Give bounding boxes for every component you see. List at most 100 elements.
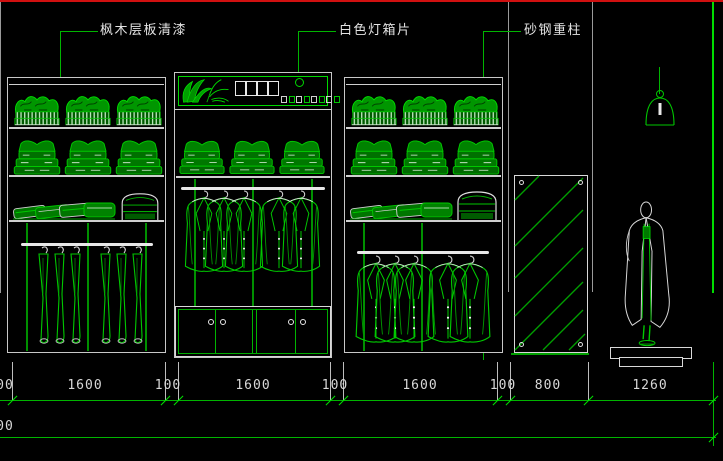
annotation-lightbox: 白色灯箱片	[339, 23, 412, 38]
door-knob	[208, 319, 214, 325]
spread-clothes-pile-icon	[12, 195, 116, 221]
shelf-line-1	[9, 127, 164, 129]
mirror-screw	[519, 342, 524, 347]
cabinet-door-gap	[215, 310, 216, 353]
door-knob	[220, 319, 226, 325]
dim-value: 1260	[632, 378, 668, 393]
dim-value: 100	[321, 378, 349, 393]
logo-letter-box	[246, 81, 257, 96]
folded-shirt-stack-icon	[179, 138, 225, 176]
leader-line-lightbox-v	[298, 31, 299, 77]
door-knob	[288, 319, 294, 325]
partition-line-right	[592, 0, 593, 292]
support-post	[363, 223, 365, 351]
logo-letter-box	[257, 81, 268, 96]
folded-shirt-stack-icon	[229, 138, 275, 176]
pendant-lamp-icon	[643, 96, 677, 127]
top-band-line	[9, 84, 164, 85]
lamp-cord	[659, 67, 660, 94]
hanging-pants-group-icon	[38, 246, 143, 344]
logo-letter-box	[268, 81, 279, 96]
hanging-rail	[357, 251, 489, 254]
dim-value: 00	[0, 378, 14, 393]
logo-letter-box	[235, 81, 246, 96]
shelf-line-3	[346, 220, 501, 222]
pedestal-base	[619, 357, 683, 367]
mirror-screw	[578, 342, 583, 347]
door-knob	[300, 319, 306, 325]
shelf-line-2	[9, 175, 164, 177]
hanging-rail	[181, 187, 325, 190]
plant-graphic-icon	[179, 77, 233, 104]
extension-line	[178, 362, 179, 401]
left-wall-line	[0, 0, 1, 293]
dimension-line-2	[0, 437, 716, 438]
folded-knitwear-stack-icon	[115, 93, 163, 127]
partition-line-left	[508, 0, 509, 292]
small-clothes-stack-icon	[119, 191, 161, 221]
top-band-line	[346, 84, 501, 85]
small-clothes-stack-icon	[456, 189, 498, 221]
folded-shirt-stack-icon	[114, 139, 164, 175]
dim-value: 100	[489, 378, 517, 393]
support-post	[194, 179, 196, 306]
folded-knitwear-stack-icon	[350, 93, 398, 127]
folded-shirt-stack-icon	[63, 139, 113, 175]
mirror-base-line	[511, 353, 589, 355]
mannequin-icon	[612, 200, 694, 350]
support-post	[421, 223, 423, 351]
folded-knitwear-stack-icon	[452, 93, 500, 127]
folded-shirt-stack-icon	[451, 139, 501, 175]
mirror-hatch-icon	[514, 175, 586, 351]
hanging-jackets-group-icon	[184, 190, 321, 272]
dim-value: 100	[154, 378, 182, 393]
right-display-bay	[344, 77, 503, 353]
mirror-screw	[519, 180, 524, 185]
folded-shirt-stack-icon	[279, 138, 325, 176]
shelf-line-1	[346, 127, 501, 129]
cabinet-divider	[252, 310, 253, 353]
extension-line	[330, 362, 331, 401]
support-post	[26, 223, 28, 351]
extension-line	[343, 362, 344, 401]
hanging-jackets-group-icon	[355, 255, 491, 343]
support-post	[311, 179, 313, 306]
extension-line	[12, 362, 13, 401]
right-wall-line	[712, 0, 714, 293]
leader-line-column-h	[483, 31, 521, 32]
dim-value: 1600	[67, 378, 103, 393]
support-post	[145, 223, 147, 351]
logo-small-text-boxes	[281, 96, 340, 103]
folded-shirt-stack-icon	[12, 139, 62, 175]
dim-value-overall: 00	[0, 419, 14, 434]
leader-line-shelf-h	[60, 31, 98, 32]
dimension-line-1	[0, 400, 716, 401]
cabinet-green-border	[178, 309, 328, 354]
folded-shirt-stack-icon	[349, 139, 399, 175]
extension-line	[588, 362, 589, 401]
extension-line	[510, 362, 511, 401]
shelf-line	[176, 176, 330, 178]
extension-line-right	[713, 362, 714, 446]
folded-knitwear-stack-icon	[401, 93, 449, 127]
folded-knitwear-stack-icon	[64, 93, 112, 127]
annotation-column: 砂钢重柱	[524, 23, 583, 38]
left-display-bay	[7, 77, 166, 353]
floor-line	[0, 0, 723, 2]
dim-value: 1600	[235, 378, 271, 393]
lightbox-panel	[175, 73, 340, 110]
dim-value: 1600	[402, 378, 438, 393]
folded-shirt-stack-icon	[400, 139, 450, 175]
shelf-line-2	[346, 175, 501, 177]
leader-target-circle	[295, 78, 304, 87]
extension-line	[497, 362, 498, 401]
cabinet-divider	[256, 310, 257, 353]
hanging-rail	[21, 243, 153, 246]
wall-mirror	[514, 175, 588, 353]
folded-knitwear-stack-icon	[13, 93, 61, 127]
leader-line-lightbox-h	[298, 31, 336, 32]
cabinet-door-gap	[295, 310, 296, 353]
annotation-shelf-finish: 枫木层板清漆	[100, 23, 188, 38]
shelf-line-3	[9, 220, 164, 222]
